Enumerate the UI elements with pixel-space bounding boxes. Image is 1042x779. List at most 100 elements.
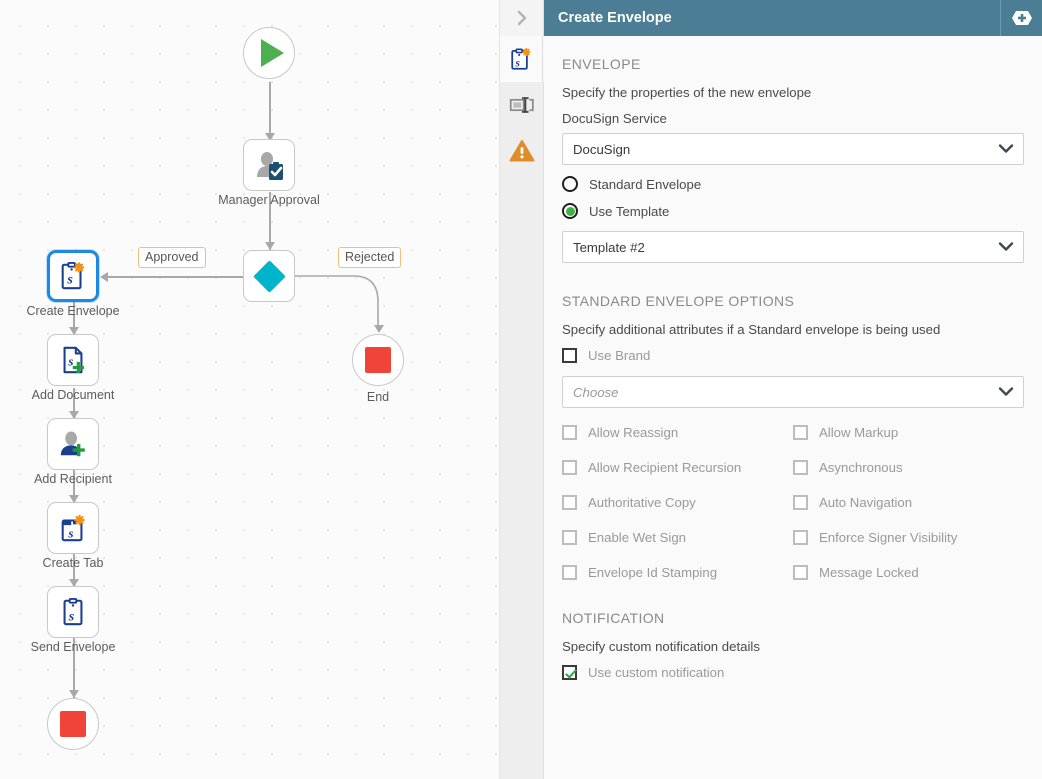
add-document-node-shape: s [47, 334, 99, 386]
workflow-canvas[interactable]: Manager Approval Approved Rejected s [0, 0, 500, 779]
notification-section-description: Specify custom notification details [562, 639, 760, 654]
tab-envelope-properties[interactable]: s [500, 36, 544, 82]
checkbox-allow-markup[interactable]: Allow Markup [793, 425, 1024, 440]
tab-star-icon: s [61, 514, 85, 542]
arrowhead [68, 690, 79, 698]
checkbox-indicator [562, 425, 577, 440]
envelope-star-icon: s [510, 48, 530, 70]
checkbox-auto-navigation[interactable]: Auto Navigation [793, 495, 1024, 510]
flow-node-manager-approval[interactable]: Manager Approval [218, 139, 320, 207]
chevron-right-icon [517, 10, 526, 26]
envelope-section-description: Specify the properties of the new envelo… [562, 85, 812, 100]
radio-indicator [562, 203, 578, 219]
checkbox-indicator [562, 530, 577, 545]
svg-text:s: s [514, 57, 520, 69]
flow-node-send-envelope[interactable]: s Send Envelope [31, 586, 115, 654]
brand-placeholder: Choose [573, 384, 619, 400]
checkbox-allow-reassign[interactable]: Allow Reassign [562, 425, 793, 440]
checkbox-indicator [793, 425, 808, 440]
flow-node-decision[interactable] [243, 250, 295, 302]
checkbox-label: Envelope Id Stamping [588, 565, 718, 580]
panel-title-bar: Create Envelope [544, 0, 1042, 36]
flow-node-add-document[interactable]: s Add Document [32, 334, 114, 402]
flow-node-label: Manager Approval [218, 193, 320, 207]
checkbox-enforce-signer-visibility[interactable]: Enforce Signer Visibility [793, 530, 1024, 545]
flow-node-label: End [366, 390, 390, 404]
hex-plus-icon [1011, 11, 1032, 25]
docusign-service-value: DocuSign [573, 141, 631, 157]
end-node-shape [47, 698, 99, 750]
checkbox-indicator [562, 565, 577, 580]
flow-node-label: Add Document [31, 388, 115, 402]
arrowhead [68, 411, 79, 419]
connector-document-to-recipient [73, 388, 75, 418]
flow-node-end-rejected[interactable]: End [352, 334, 404, 404]
checkbox-envelope-id-stamping[interactable]: Envelope Id Stamping [562, 565, 793, 580]
arrowhead [264, 242, 275, 250]
connector-start-to-manager [269, 82, 271, 144]
checkbox-label: Message Locked [819, 565, 919, 580]
checkbox-indicator [562, 495, 577, 510]
envelope-properties-form: ENVELOPE Specify the properties of the n… [544, 36, 1042, 779]
user-approval-icon [257, 152, 283, 180]
checkbox-asynchronous[interactable]: Asynchronous [793, 460, 1024, 475]
checkbox-enable-wet-sign[interactable]: Enable Wet Sign [562, 530, 793, 545]
panel-vertical-tabs: s [500, 36, 544, 779]
checkbox-label: Enable Wet Sign [588, 530, 686, 545]
flow-node-create-envelope[interactable]: s Create Envelope [26, 250, 120, 318]
flow-node-end-main[interactable] [47, 698, 99, 750]
properties-panel: Create Envelope s [500, 0, 1042, 779]
chevron-down-icon [998, 142, 1014, 157]
svg-text:s: s [68, 608, 75, 624]
template-select[interactable]: Template #2 [562, 231, 1024, 263]
add-node-button[interactable] [1000, 0, 1042, 36]
radio-label: Standard Envelope [589, 176, 702, 192]
checkbox-label: Authoritative Copy [588, 495, 696, 510]
envelope-send-icon: s [63, 597, 83, 626]
checkbox-indicator [562, 665, 577, 680]
checkbox-label: Allow Markup [819, 425, 899, 440]
start-node-shape [243, 27, 295, 79]
checkbox-message-locked[interactable]: Message Locked [793, 565, 1024, 580]
tab-input-output[interactable] [500, 82, 544, 128]
play-icon [261, 39, 284, 67]
checkbox-use-custom-notification[interactable]: Use custom notification [562, 665, 1024, 680]
checkbox-indicator [562, 348, 577, 363]
envelope-star-icon: s [61, 261, 85, 290]
arrowhead [373, 325, 384, 333]
end-node-shape [352, 334, 404, 386]
flow-node-start[interactable] [243, 27, 295, 79]
arrowhead [68, 579, 79, 587]
checkbox-indicator [793, 530, 808, 545]
checkbox-label: Auto Navigation [819, 495, 913, 510]
checkbox-authoritative-copy[interactable]: Authoritative Copy [562, 495, 793, 510]
connector-manager-to-decision [269, 192, 271, 250]
brand-select[interactable]: Choose [562, 376, 1024, 408]
docusign-service-label: DocuSign Service [562, 111, 667, 126]
connector-decision-to-end [294, 275, 379, 328]
checkbox-indicator [793, 565, 808, 580]
checkbox-label: Allow Recipient Recursion [588, 460, 742, 475]
create-tab-node-shape: s [47, 502, 99, 554]
notification-section-title: NOTIFICATION [562, 610, 665, 626]
stop-icon [365, 347, 391, 373]
svg-text:s: s [67, 354, 73, 369]
flow-node-create-tab[interactable]: s Create Tab [43, 502, 103, 570]
checkbox-label: Asynchronous [819, 460, 903, 475]
panel-topbar: Create Envelope [500, 0, 1042, 36]
connector-tab-to-send [73, 554, 75, 586]
collapse-panel-button[interactable] [500, 0, 544, 36]
checkbox-allow-recipient-recursion[interactable]: Allow Recipient Recursion [562, 460, 793, 475]
standard-options-checkbox-grid: Allow Reassign Allow Markup Allow Recipi… [562, 425, 1024, 580]
stop-icon [60, 711, 86, 737]
docusign-service-select[interactable]: DocuSign [562, 133, 1024, 165]
tab-warnings[interactable] [500, 128, 544, 174]
arrowhead [68, 495, 79, 503]
flow-node-add-recipient[interactable]: Add Recipient [34, 418, 112, 486]
checkbox-use-brand[interactable]: Use Brand [562, 348, 1024, 363]
svg-text:s: s [67, 525, 73, 540]
radio-use-template[interactable]: Use Template [562, 203, 1024, 219]
radio-label: Use Template [589, 203, 670, 219]
radio-standard-envelope[interactable]: Standard Envelope [562, 176, 1024, 192]
